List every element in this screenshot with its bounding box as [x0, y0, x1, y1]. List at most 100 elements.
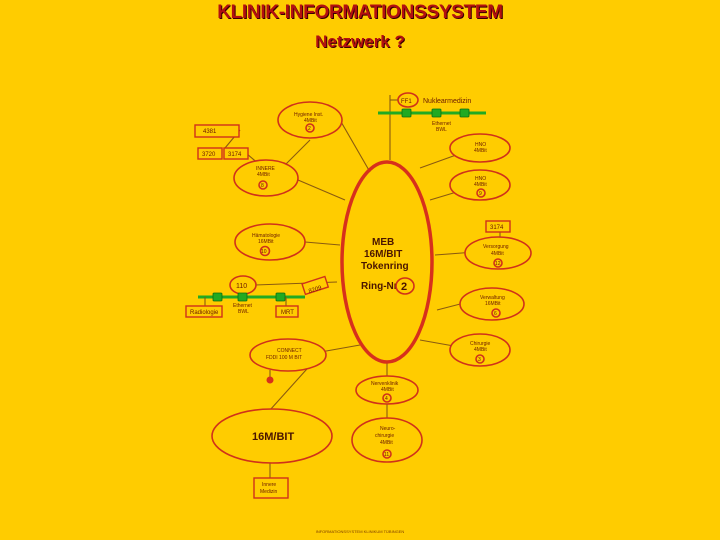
neuro-l3: 4MBit — [380, 440, 393, 446]
connector-nuk-1 — [401, 108, 412, 118]
node-innere[interactable] — [233, 159, 299, 197]
ring-number: 2 — [401, 281, 407, 293]
hygiene-badge — [305, 123, 315, 133]
nerven-num: 4 — [385, 396, 388, 402]
connector-110-3 — [275, 292, 286, 302]
neuro-badge — [382, 449, 392, 459]
node-versorgung[interactable] — [464, 236, 532, 270]
box-8209[interactable] — [301, 275, 330, 296]
nuk-eth1: Ethernet — [432, 121, 452, 127]
n110-label: 110 — [236, 283, 247, 290]
nuk-eth2: BWL — [436, 127, 447, 133]
haem-l2: 16MBit — [258, 239, 274, 245]
neuro-num: 11 — [384, 452, 389, 458]
box-3174-b[interactable] — [485, 220, 511, 233]
hno1-l1: HNO — [475, 142, 486, 148]
node-haematologie[interactable] — [234, 223, 306, 261]
connector-110-1 — [212, 292, 223, 302]
box-4381-label: 4381 — [203, 129, 217, 135]
nuklear-label: Nuklearmedizin — [423, 98, 471, 105]
hno2-badge — [476, 188, 486, 198]
verw-l2: 16MBit — [485, 301, 501, 307]
link-hygiene-a — [339, 119, 371, 173]
nerven-badge — [382, 393, 392, 403]
haem-badge — [259, 245, 271, 257]
sub-title: Netzwerk ? — [315, 32, 405, 51]
box-4381[interactable] — [194, 124, 240, 138]
token-ring — [340, 160, 434, 364]
box-innere-medizin[interactable] — [253, 477, 289, 499]
innere-med-l1: Innere — [262, 482, 276, 488]
haem-l1: Hämatologie — [252, 233, 280, 239]
verw-badge — [491, 308, 501, 318]
box-radiologie[interactable] — [185, 305, 223, 318]
box-3174-a[interactable] — [223, 147, 249, 160]
fddi-l2: FDDI 100 M BIT — [266, 355, 302, 361]
vers-badge — [493, 258, 503, 268]
box-8209-label: 8209 — [308, 285, 323, 295]
chir-num: 3 — [478, 357, 481, 363]
ring-label-2: 16M/BIT — [364, 249, 402, 260]
hno2-l2: 4MBit — [474, 182, 487, 188]
node-hno-1[interactable] — [449, 133, 511, 163]
link-haem — [304, 241, 341, 246]
node-chirurgie[interactable] — [449, 333, 511, 367]
connector-110-2 — [237, 292, 248, 302]
nerven-l1: Nervenklinik — [371, 381, 399, 387]
innere-med-l2: Medizin — [260, 489, 277, 495]
chir-l1: Chirurgie — [470, 341, 491, 347]
innere-l2: 4MBit — [257, 172, 270, 178]
n110-eth2: BWL — [238, 309, 249, 315]
haem-num: 10 — [261, 249, 267, 255]
node-hno-2[interactable] — [449, 169, 511, 201]
mrt-label: MRT — [281, 310, 294, 316]
hygiene-l2: 4MBit — [304, 118, 317, 124]
connector-nuk-3 — [459, 108, 470, 118]
fddi-l1: CONNECT — [277, 348, 302, 354]
hygiene-num: 2 — [308, 126, 311, 132]
innere-l1: INNERE — [256, 166, 276, 172]
big16-label: 16M/BIT — [252, 431, 294, 443]
radio-label: Radiologie — [190, 310, 219, 316]
node-fddi[interactable] — [249, 338, 327, 372]
hno2-num: 9 — [479, 191, 482, 197]
node-verwaltung[interactable] — [459, 287, 525, 321]
node-ff1[interactable] — [397, 92, 419, 108]
innere-badge — [258, 180, 268, 190]
neuro-l2: chirurgie — [375, 433, 394, 439]
link-hygiene-b — [284, 139, 311, 166]
innere-num: 8 — [261, 183, 264, 189]
box-mrt[interactable] — [275, 305, 299, 318]
connector-nuk-2 — [431, 108, 442, 118]
box-3720[interactable] — [197, 147, 223, 160]
ring-number-badge — [395, 277, 415, 295]
n110-eth1: Ethernet — [233, 303, 253, 309]
node-neurochirurgie[interactable] — [351, 417, 423, 463]
box-3174-b-label: 3174 — [490, 225, 504, 231]
main-title: KLINIK-INFORMATIONSSYSTEM — [217, 2, 503, 23]
vers-num: 12 — [495, 261, 501, 267]
node-16mbit-big[interactable] — [211, 408, 333, 464]
ring-label-3: Tokenring — [361, 261, 409, 272]
box-3174-a-label: 3174 — [228, 152, 242, 158]
chir-badge — [475, 354, 485, 364]
box-3720-label: 3720 — [202, 152, 216, 158]
link-innere — [297, 179, 346, 201]
neuro-l1: Neuro- — [380, 426, 396, 432]
footer-text: INFORMATIONSSYSTEM KLINIKUM TÜBINGEN — [315, 529, 405, 534]
ring-label-1: MEB — [372, 237, 394, 248]
nerven-l2: 4MBit — [381, 387, 394, 393]
node-hygiene[interactable] — [277, 101, 343, 139]
hno1-l2: 4MBit — [474, 148, 487, 154]
vers-l2: 4MBit — [491, 251, 504, 257]
chir-l2: 4MBit — [474, 347, 487, 353]
fddi-marker — [266, 376, 274, 384]
vers-l1: Versorgung — [483, 244, 509, 250]
verw-num: 6 — [494, 311, 497, 317]
verw-l1: Verwaltung — [480, 295, 505, 301]
hygiene-l1: Hygiene Inst. — [294, 112, 323, 118]
hno2-l1: HNO — [475, 176, 486, 182]
node-nervenklinik[interactable] — [355, 375, 419, 405]
ff1-label: FF1 — [401, 99, 412, 105]
